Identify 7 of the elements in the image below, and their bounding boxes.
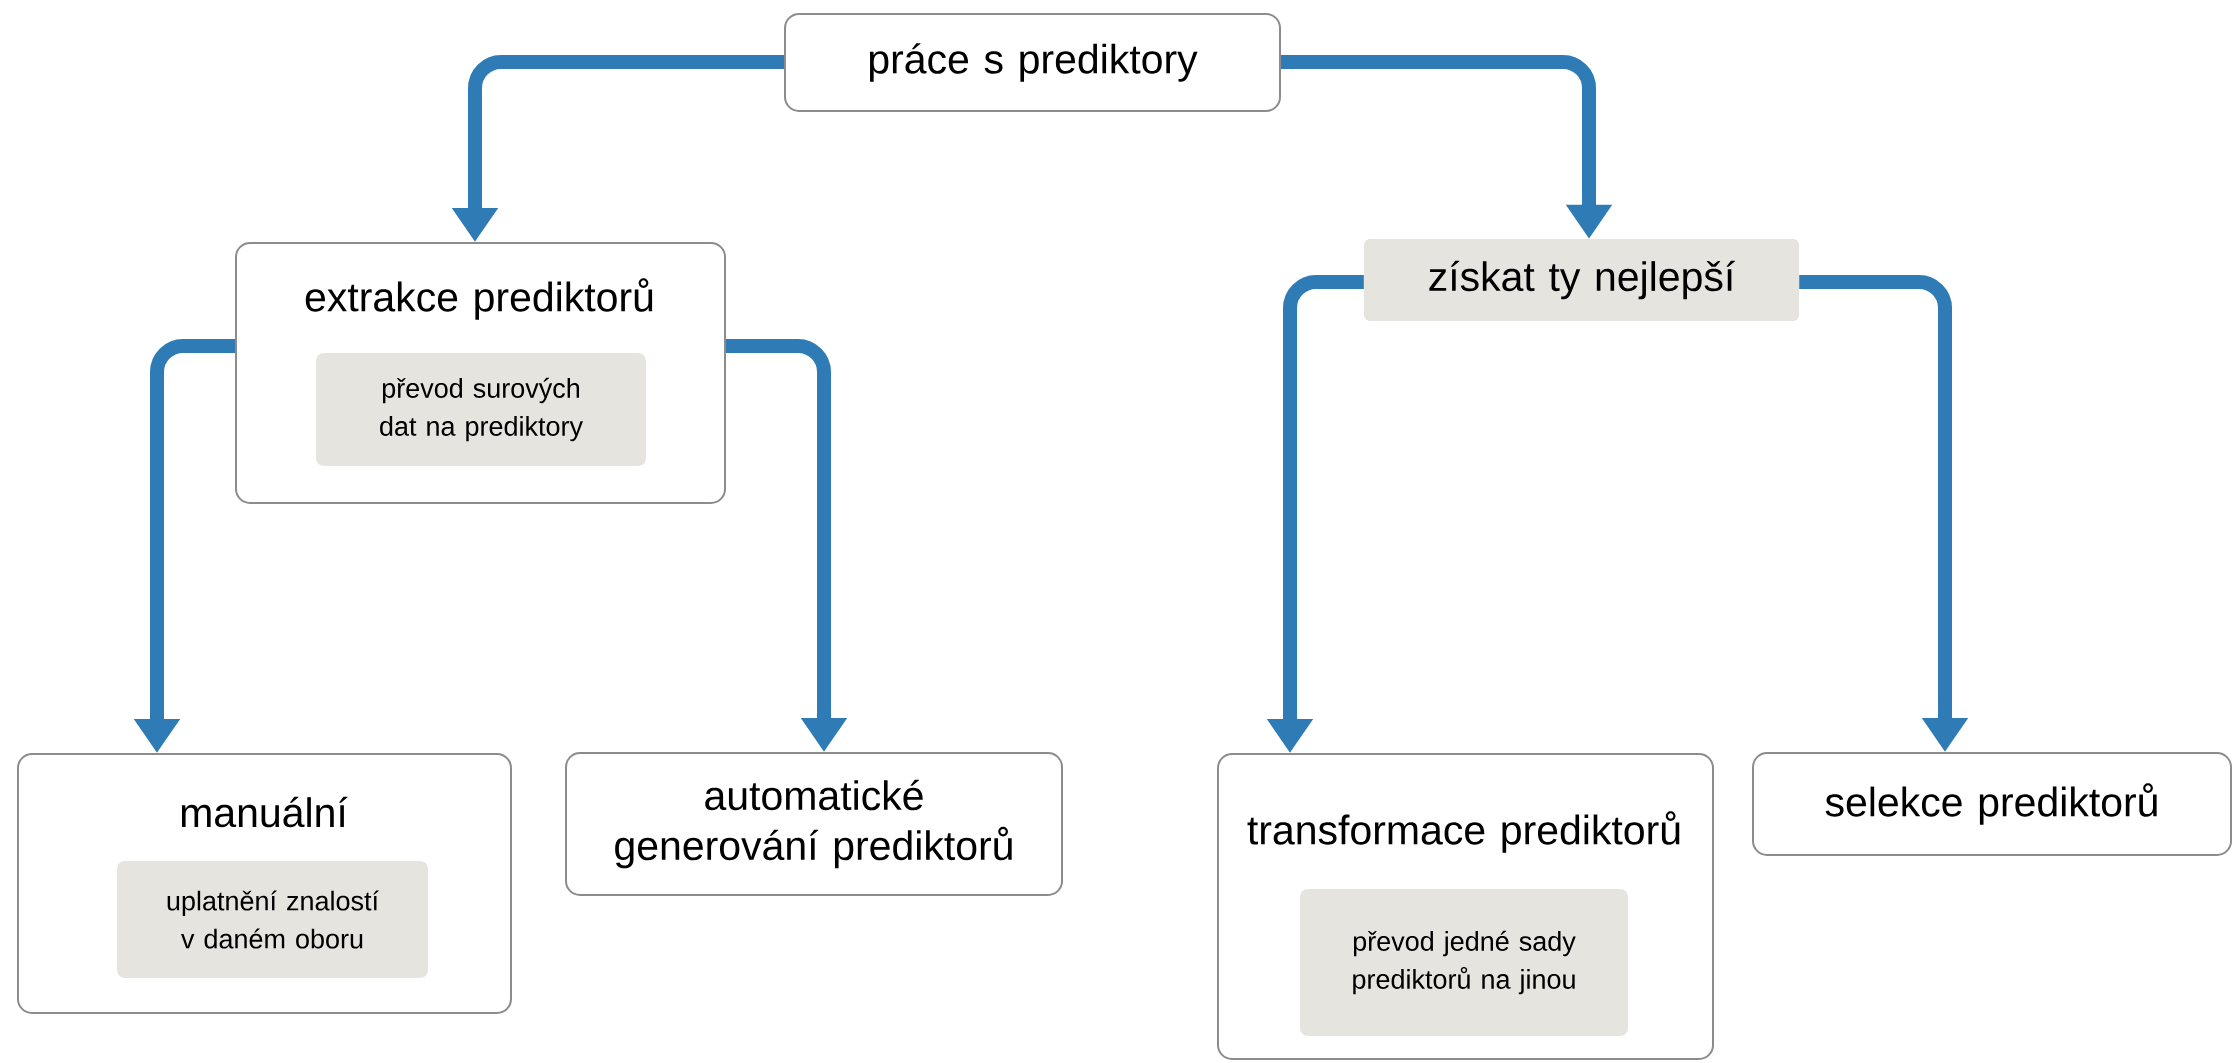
process-box: selekce prediktorů bbox=[1752, 752, 2233, 856]
category-band: získat ty nejlepší bbox=[1364, 239, 1799, 321]
description-box: převod jedné sady prediktorů na jinou bbox=[1300, 889, 1628, 1036]
process-box: automatické generování prediktorů bbox=[565, 752, 1063, 896]
description-box: převod surových dat na prediktory bbox=[316, 353, 646, 466]
description-box: uplatnění znalostí v daném oboru bbox=[117, 861, 428, 978]
process-box: práce s prediktory bbox=[784, 13, 1281, 112]
